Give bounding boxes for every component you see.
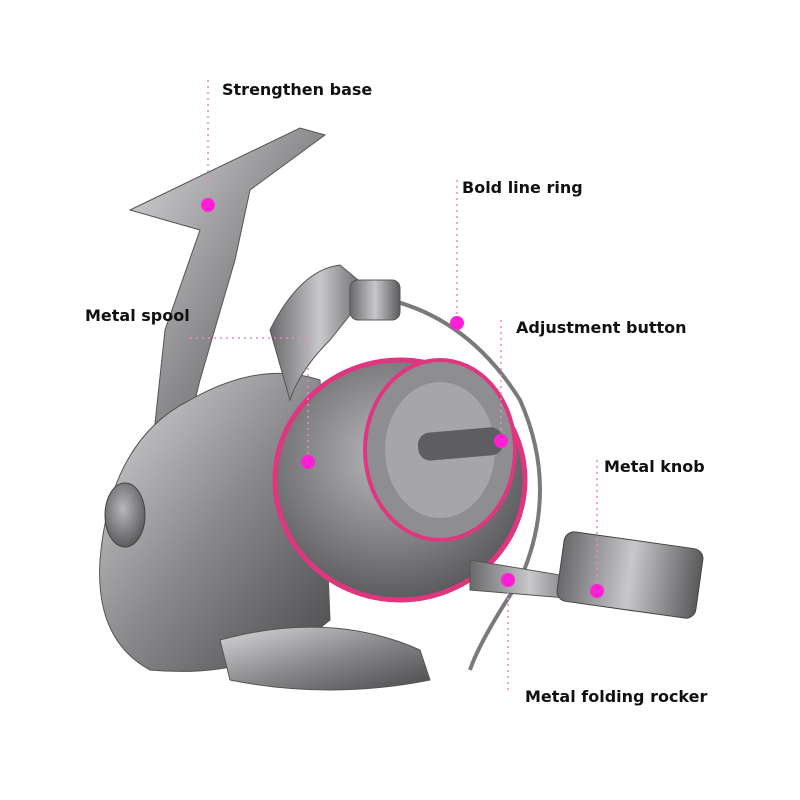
label-metal-folding-rocker: Metal folding rocker: [525, 687, 708, 706]
handle-knob: [556, 531, 704, 619]
side-knob: [104, 482, 146, 548]
label-adjustment-button: Adjustment button: [516, 318, 687, 337]
rotor-arm: [269, 264, 371, 402]
marker-dot-metal-knob: [590, 584, 604, 598]
marker-dot-metal-folding-rocker: [501, 573, 515, 587]
marker-dot-bold-line-ring: [450, 316, 464, 330]
label-strengthen-base: Strengthen base: [222, 80, 373, 99]
reel-foot: [128, 127, 327, 471]
label-metal-knob: Metal knob: [604, 457, 705, 476]
label-bold-line-ring: Bold line ring: [462, 178, 583, 197]
drag-knob: [417, 427, 504, 461]
line-roller: [349, 279, 401, 321]
marker-dot-strengthen-base: [201, 198, 215, 212]
label-metal-spool: Metal spool: [85, 306, 190, 325]
marker-dot-metal-spool: [301, 455, 315, 469]
bail-wire: [389, 298, 542, 671]
marker-dot-adjustment-button: [494, 434, 508, 448]
